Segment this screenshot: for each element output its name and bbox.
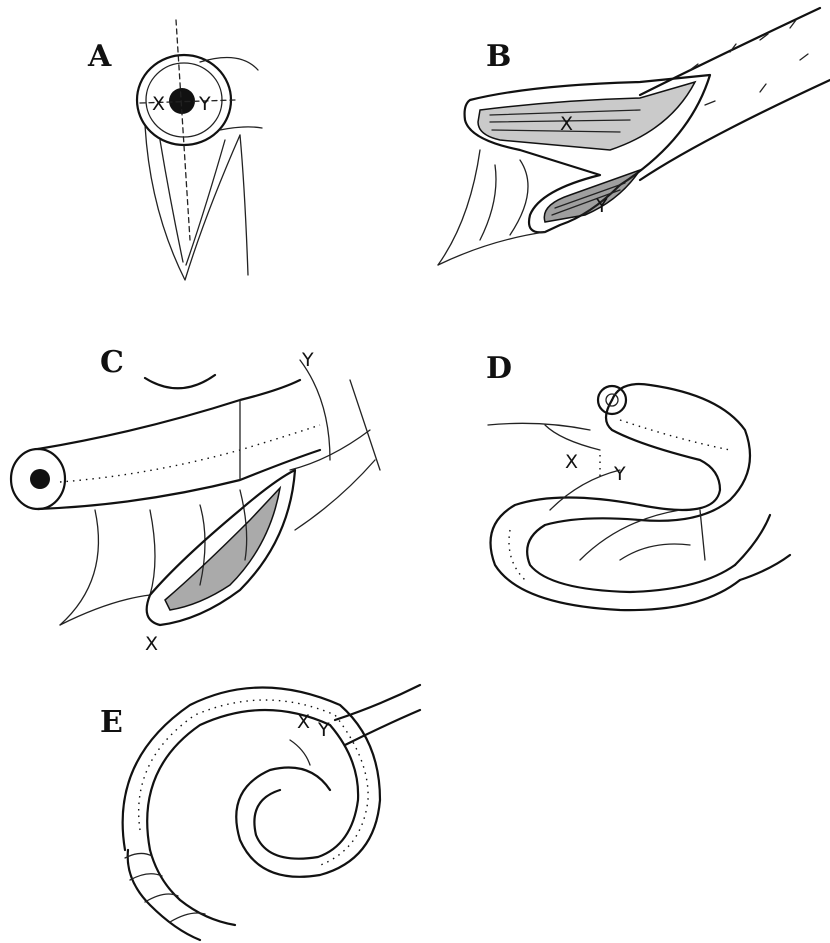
mark-d-x: X bbox=[565, 451, 578, 473]
mark-c-y: Y bbox=[301, 349, 314, 371]
panel-label-c: C bbox=[100, 345, 124, 380]
panel-label-e: E bbox=[100, 705, 123, 740]
mark-e-y: Y bbox=[317, 719, 330, 741]
panel-label-d: D bbox=[486, 351, 512, 386]
panel-label-b: B bbox=[486, 39, 511, 74]
panel-a: A X Y bbox=[87, 20, 262, 280]
mark-b-x: X bbox=[560, 113, 573, 135]
mark-a-y: Y bbox=[198, 93, 211, 115]
panel-label-a: A bbox=[87, 39, 112, 74]
panel-c: C Y X bbox=[11, 345, 380, 655]
mark-a-x: X bbox=[152, 93, 165, 115]
panel-b: B X Y bbox=[438, 8, 830, 265]
panel-d: D X Y bbox=[486, 351, 790, 610]
mark-c-x: X bbox=[145, 633, 158, 655]
panel-e: E X Y bbox=[100, 685, 420, 940]
mark-e-x: X bbox=[297, 711, 310, 733]
mark-b-y: Y bbox=[595, 195, 608, 217]
mark-d-y: Y bbox=[613, 463, 626, 485]
